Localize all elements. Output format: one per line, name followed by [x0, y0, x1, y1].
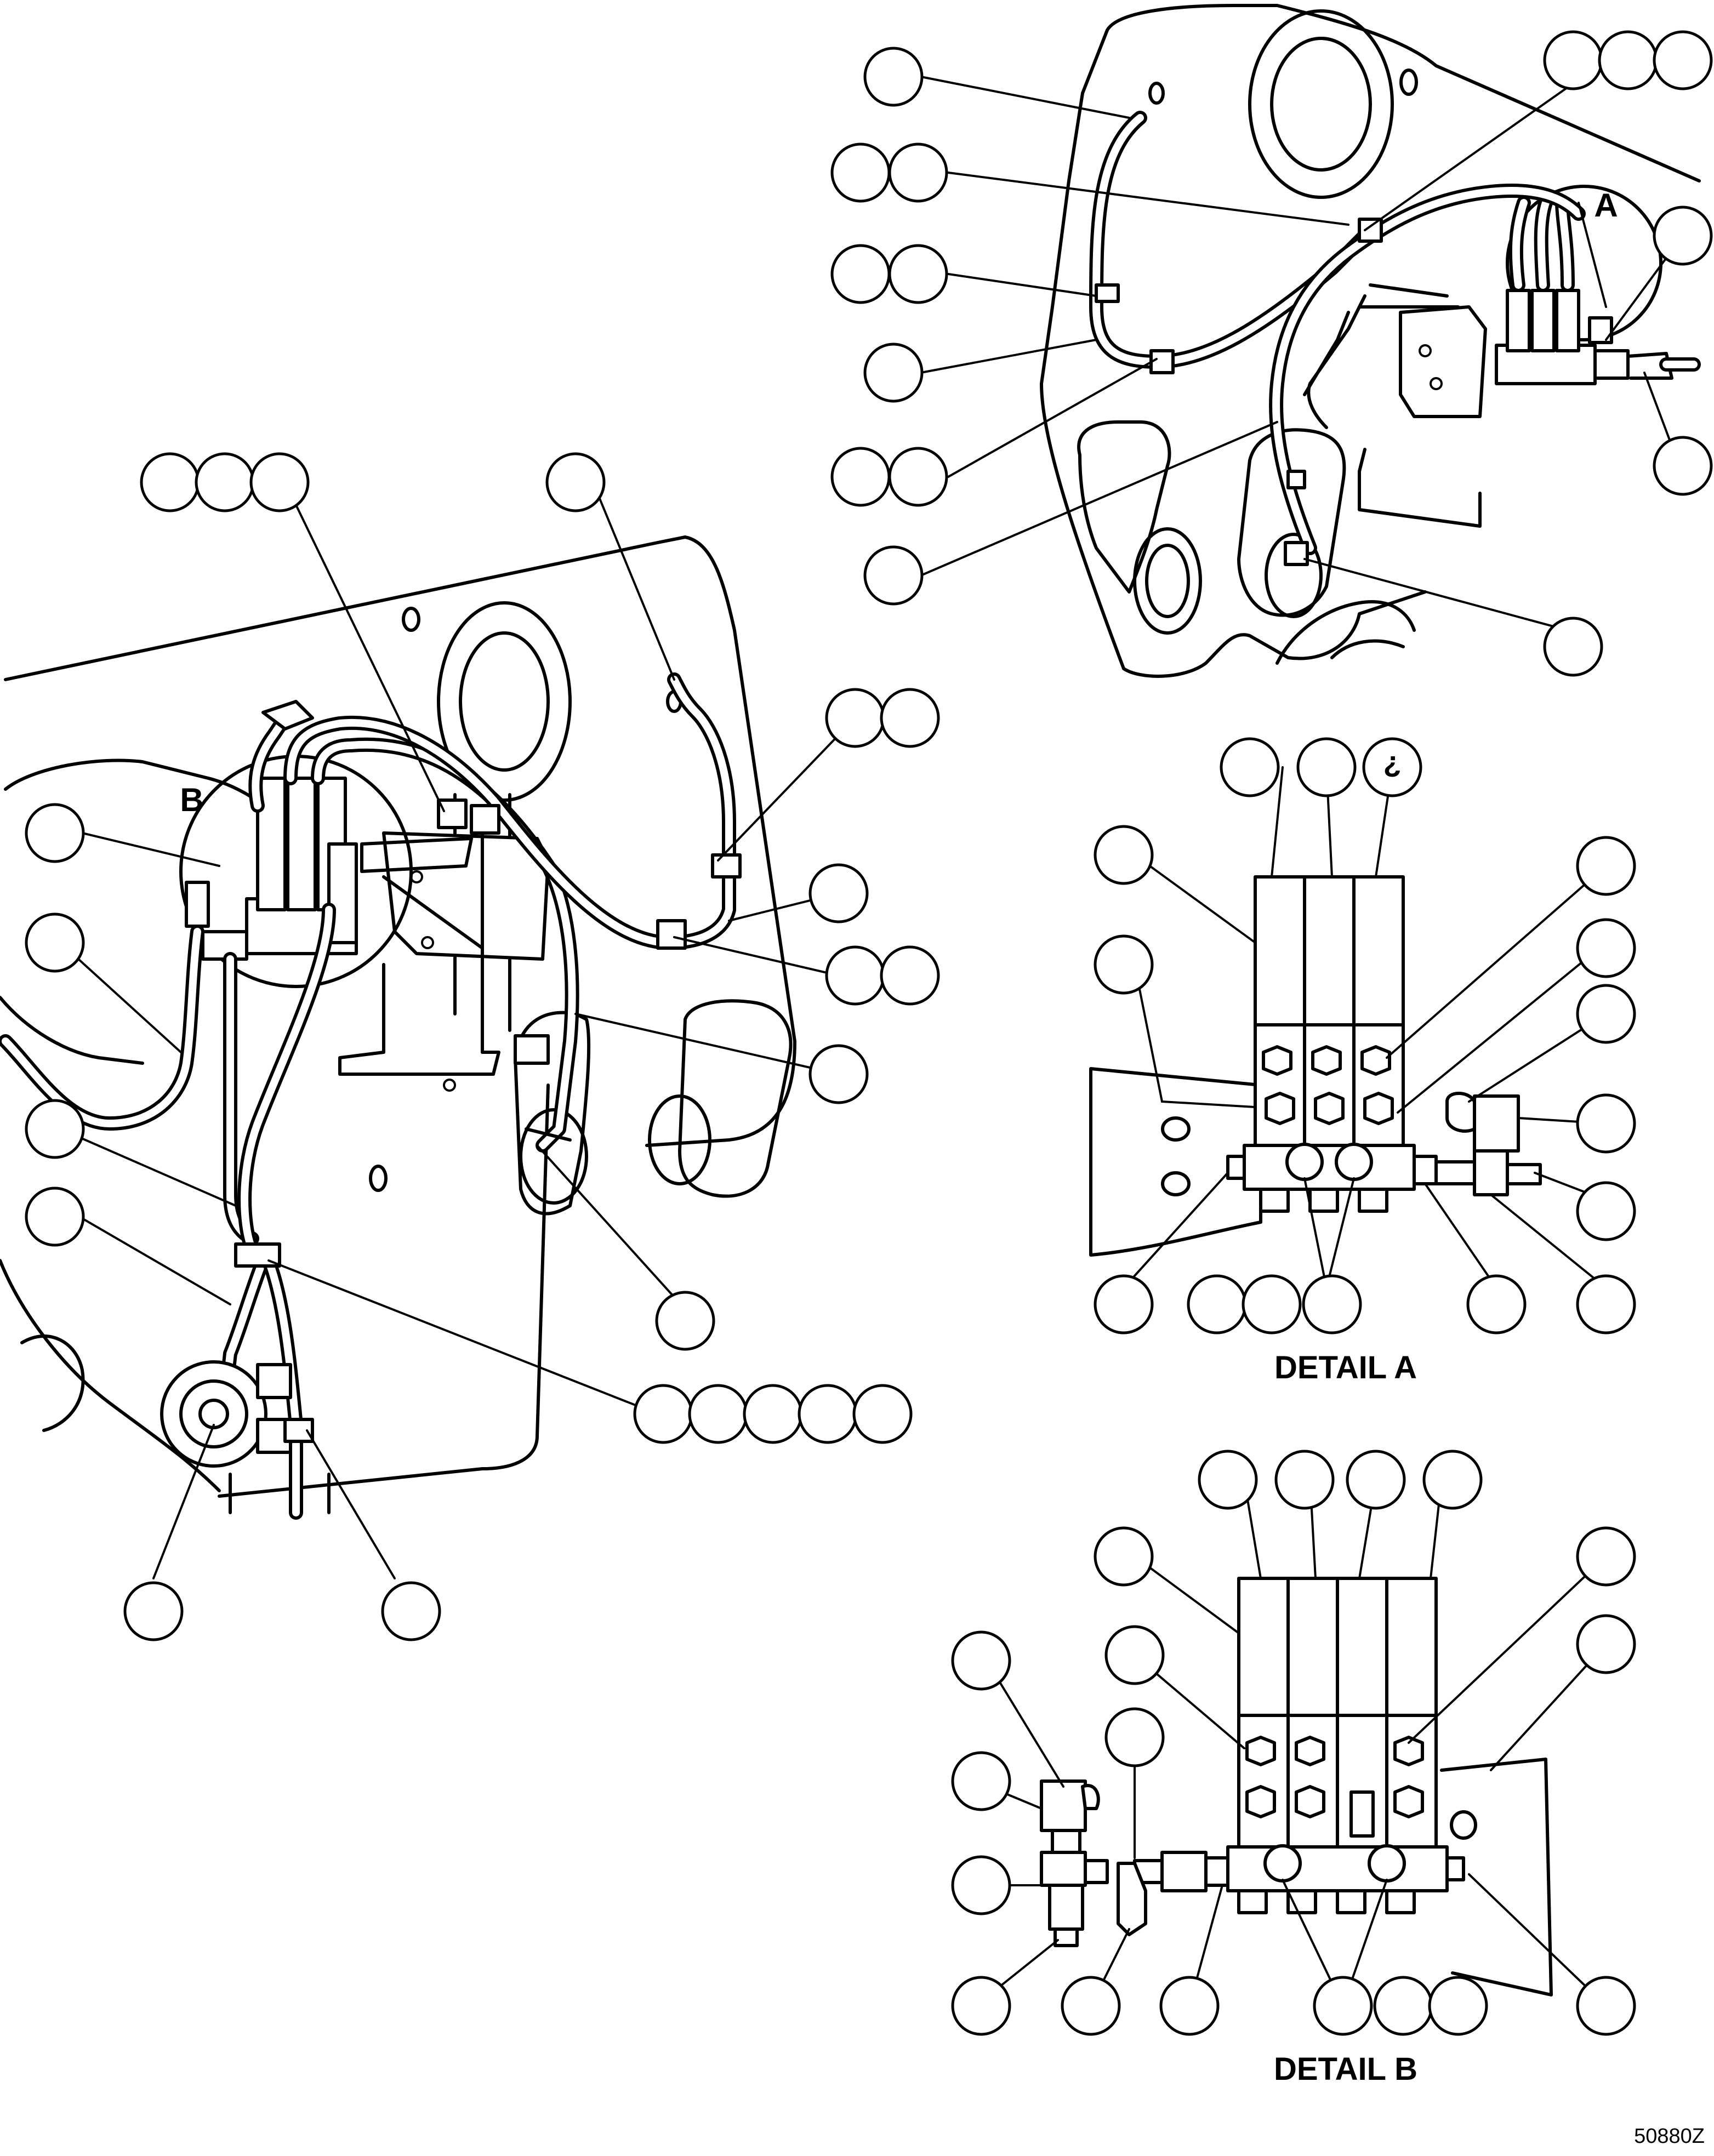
- balloon: [1094, 825, 1154, 885]
- balloon: [1242, 1274, 1302, 1334]
- balloon: [888, 244, 948, 304]
- detail-a-drawing: [1089, 875, 1542, 1257]
- balloon: [830, 244, 891, 304]
- balloon: [1094, 1526, 1154, 1587]
- balloon: [951, 1976, 1011, 2036]
- balloon: [195, 452, 255, 512]
- labels: ? A B DETAIL A DETAIL B 50880Z: [180, 187, 1705, 2148]
- balloon: [1302, 1274, 1362, 1334]
- drawing-number: 50880Z: [1634, 2125, 1705, 2148]
- balloon: [830, 142, 891, 203]
- balloon: [825, 688, 885, 748]
- balloon: [1576, 1093, 1636, 1154]
- balloon: [852, 1384, 913, 1444]
- balloon: [830, 447, 891, 507]
- balloon: [1104, 1625, 1165, 1685]
- balloon: [888, 447, 948, 507]
- balloon: [798, 1384, 858, 1444]
- balloon: [1576, 1181, 1636, 1241]
- balloon: [1346, 1450, 1406, 1510]
- balloon: [951, 1751, 1011, 1811]
- balloon: [1543, 617, 1603, 677]
- balloon: [1220, 737, 1280, 797]
- balloon: [1362, 737, 1422, 797]
- balloon: [1576, 1274, 1636, 1334]
- balloon: [808, 863, 869, 923]
- balloon: [1296, 737, 1357, 797]
- balloon: [1104, 1707, 1165, 1767]
- balloon: [1598, 30, 1658, 90]
- detail-b-drawing: [1040, 1577, 1553, 1997]
- detail-b-title: DETAIL B: [1274, 2051, 1417, 2087]
- balloon: [25, 1187, 85, 1247]
- balloon: [1274, 1450, 1335, 1510]
- balloon: [1198, 1450, 1258, 1510]
- detail-a-title: DETAIL A: [1274, 1350, 1417, 1385]
- upper-assembly-view: [1040, 4, 1701, 678]
- balloon: [25, 912, 85, 973]
- callout-letter-a: A: [1594, 187, 1618, 224]
- balloon: [1653, 436, 1713, 496]
- balloon: [25, 1099, 85, 1159]
- balloon: [1576, 836, 1636, 896]
- balloon: [123, 1581, 184, 1641]
- balloon: [1422, 1450, 1483, 1510]
- balloon: [1466, 1274, 1527, 1334]
- balloon: [1576, 1614, 1636, 1674]
- balloon: [655, 1291, 715, 1351]
- balloon: [1576, 1526, 1636, 1587]
- main-assembly-view: [0, 535, 796, 1520]
- reference-balloons: [25, 30, 1713, 2036]
- balloon: [880, 688, 940, 748]
- balloon: [1653, 206, 1713, 266]
- balloon: [381, 1581, 441, 1641]
- balloon: [1061, 1976, 1121, 2036]
- balloon: [743, 1384, 803, 1444]
- balloon: [1576, 918, 1636, 978]
- balloon: [951, 1855, 1011, 1915]
- balloon: [1428, 1976, 1488, 2036]
- balloon: [1653, 30, 1713, 90]
- balloon: [1313, 1976, 1373, 2036]
- balloon: [25, 803, 85, 863]
- balloon: [688, 1384, 748, 1444]
- balloon: [545, 452, 606, 512]
- balloon: [140, 452, 200, 512]
- balloon: [1576, 1976, 1636, 2036]
- balloon-question-mark: ?: [1383, 750, 1402, 783]
- callout-letter-b: B: [180, 782, 203, 818]
- balloon: [1094, 1274, 1154, 1334]
- balloon: [249, 452, 310, 512]
- balloon: [863, 545, 924, 606]
- balloon: [1543, 30, 1603, 90]
- balloon: [1373, 1976, 1433, 2036]
- balloon: [1159, 1976, 1220, 2036]
- balloon: [880, 945, 940, 1006]
- balloon: [863, 47, 924, 107]
- balloon: [863, 343, 924, 403]
- balloon: [1576, 984, 1636, 1044]
- balloon: [1094, 934, 1154, 995]
- balloon: [633, 1384, 693, 1444]
- balloon: [951, 1630, 1011, 1691]
- balloon: [1187, 1274, 1247, 1334]
- balloon: [825, 945, 885, 1006]
- balloon: [888, 142, 948, 203]
- balloon: [808, 1044, 869, 1104]
